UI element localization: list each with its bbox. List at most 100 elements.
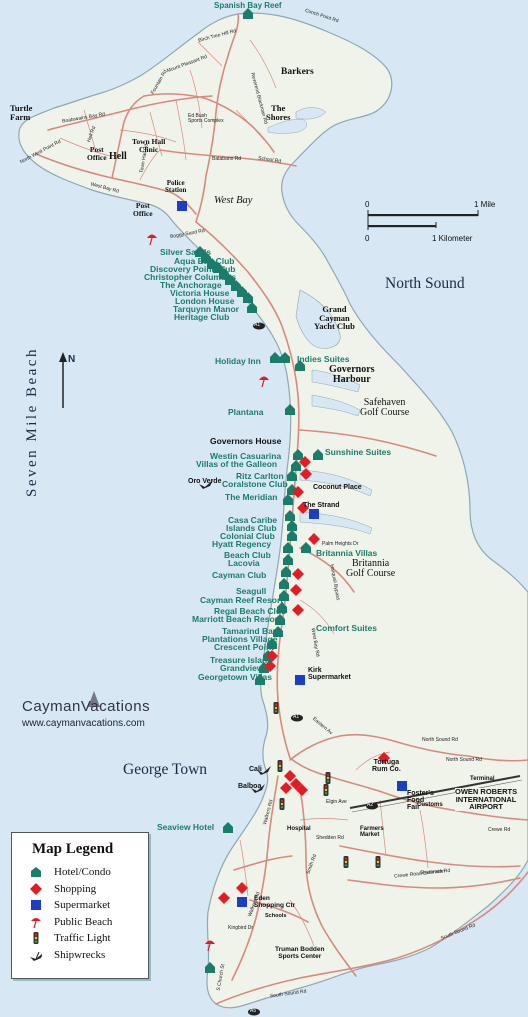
- label-barkers: Barkers: [281, 67, 314, 77]
- label-cali: Cali: [249, 766, 262, 773]
- label-ed-bush: Ed Bush Sports Complex: [188, 113, 224, 124]
- scale-mile: 1 Mile: [474, 200, 496, 209]
- north-arrow-icon: [59, 352, 67, 408]
- label-north-sound: North Sound: [385, 275, 465, 292]
- road-north-sound-2: North Sound Rd: [446, 757, 482, 763]
- label-schools: Schools: [265, 913, 287, 919]
- label-seven-mile-beach: Seven Mile Beach: [24, 347, 40, 497]
- brand-url[interactable]: www.caymanvacations.com: [22, 718, 145, 729]
- hotel-label: Plantations Village: [202, 634, 278, 644]
- label-hell: Hell: [109, 151, 127, 162]
- label-oro-verde: Oro Verde: [188, 478, 222, 485]
- legend-label-traffic: Traffic Light: [54, 932, 111, 945]
- hotel-label: The Meridian: [225, 492, 278, 502]
- hotel-label: Indies Suites: [297, 354, 350, 364]
- road-palm-heights: Palm Heights Dr: [322, 541, 359, 547]
- label-eden-shopping: Eden Shopping Ctr: [254, 895, 296, 909]
- hotel-label: Beach Club: [224, 550, 271, 560]
- hotel-label: Cayman Club: [212, 570, 267, 580]
- brand-block: CaymanVacations www.caymanvacations.com: [22, 698, 150, 729]
- umbrella-icon: [30, 916, 42, 928]
- legend-row-hotel: Hotel/Condo: [12, 864, 148, 881]
- hotel-label: Lacovia: [228, 558, 260, 568]
- legend-row-shopping: Shopping: [12, 881, 148, 898]
- road-a1-b: A1: [293, 714, 300, 720]
- road-kingbird: Kingbird Dr: [228, 925, 254, 931]
- legend-row-supermarket: Supermarket: [12, 897, 148, 914]
- hotel-label: Crescent Point: [214, 642, 274, 652]
- hotel-label: Tamarind Bay: [222, 626, 278, 636]
- supermarket-icon: [30, 899, 42, 911]
- hotel-label: Seagull: [236, 586, 267, 596]
- road-north-sound: North Sound Rd: [422, 737, 458, 743]
- hotel-label: Christopher Columbus: [144, 272, 237, 282]
- hotel-label: Islands Club: [226, 523, 277, 533]
- road-crewe: Crewe Rd: [488, 827, 511, 833]
- legend-title: Map Legend: [32, 841, 114, 857]
- hotel-label: Heritage Club: [174, 312, 230, 322]
- label-the-shores: The Shores: [266, 103, 291, 122]
- legend-label-hotel: Hotel/Condo: [54, 866, 111, 879]
- hotel-label: Treasure Island: [210, 655, 273, 665]
- label-the-strand: The Strand: [303, 502, 340, 509]
- hotel-label: Comfort Suites: [316, 623, 377, 633]
- legend-row-traffic: Traffic Light: [12, 930, 148, 947]
- hotel-label: Sunshine Suites: [325, 447, 392, 457]
- road-shedden: Shedden Rd: [316, 835, 344, 841]
- label-town-hall-clinic: Town Hall Clinic: [132, 137, 166, 154]
- hotel-label: Britannia Villas: [316, 548, 378, 558]
- hotel-label: London House: [175, 296, 235, 306]
- label-balboa: Balboa: [238, 783, 262, 790]
- label-truman-bodden: Truman Bodden Sports Center: [275, 946, 325, 960]
- legend-label-supermarket: Supermarket: [54, 899, 111, 912]
- hotel-label: Villas of the Galleon: [196, 459, 278, 469]
- road-batabano: Batabano Rd: [212, 156, 242, 162]
- hotel-label: Victoria House: [170, 288, 230, 298]
- hotel-label: Seaview Hotel: [157, 822, 215, 832]
- road-a5: A5: [250, 1008, 257, 1014]
- legend-label-shipwreck: Shipwrecks: [54, 948, 106, 961]
- hotel-label: Westin Casuarina: [210, 451, 282, 461]
- hotel-label: Silver Sands: [160, 247, 212, 257]
- label-terminal: Terminal: [470, 776, 495, 782]
- label-west-bay: West Bay: [214, 195, 253, 206]
- label-britannia-golf: Britannia Golf Course: [346, 558, 396, 579]
- hotel-label: Discovery Point Club: [150, 264, 236, 274]
- hotel-label: Coralstone Club: [222, 479, 288, 489]
- label-safehaven: Safehaven Golf Course: [360, 397, 410, 418]
- traffic-light-icon: [30, 932, 42, 945]
- road-elgin-ave: Elgin Ave: [326, 799, 347, 805]
- hotel-label: Aqua Bay Club: [174, 256, 235, 266]
- label-airport: OWEN ROBERTS INTERNATIONAL AIRPORT: [455, 787, 518, 811]
- north-arrow-label: N: [68, 354, 76, 365]
- hotel-label: Ritz Carlton: [236, 471, 284, 481]
- label-hospital: Hospital: [287, 826, 311, 832]
- label-kirk-supermarket: Kirk Supermarket: [308, 667, 351, 681]
- hotel-label: Hyatt Regency: [212, 539, 272, 549]
- label-coconut-place: Coconut Place: [313, 484, 362, 491]
- scale-bar-icon: [367, 210, 479, 230]
- label-governors-house: Governors House: [210, 436, 282, 446]
- label-turtle-farm: Turtle Farm: [10, 103, 33, 122]
- legend-label-beach: Public Beach: [54, 915, 113, 928]
- label-george-town: George Town: [123, 761, 208, 778]
- label-farmers-market: Farmers Market: [360, 826, 384, 838]
- label-tortuga: Tortuga Rum Co.: [372, 759, 401, 773]
- label-yacht-club: Grand Cayman Yacht Club: [314, 304, 355, 331]
- hotel-label: Grandview: [220, 663, 264, 673]
- scale-km: 1 Kilometer: [432, 234, 473, 243]
- scale-zero-km: 0: [365, 234, 370, 243]
- road-a1-a: A1: [254, 322, 261, 328]
- hotel-label: Holiday Inn: [215, 356, 261, 366]
- road-a2: A2: [367, 802, 374, 808]
- shopping-icon: [30, 882, 42, 895]
- legend-row-shipwreck: Shipwrecks: [12, 947, 148, 964]
- label-customs: Customs: [417, 802, 443, 808]
- label-fosters: Foster's Food Fair: [407, 790, 434, 811]
- label-post-office-1: Post Office: [87, 145, 107, 162]
- label-police-station: Police Station: [165, 179, 187, 194]
- hotel-label: Tarquynn Manor: [173, 304, 239, 314]
- legend-label-shopping: Shopping: [54, 882, 97, 895]
- shipwreck-icon: [30, 949, 42, 961]
